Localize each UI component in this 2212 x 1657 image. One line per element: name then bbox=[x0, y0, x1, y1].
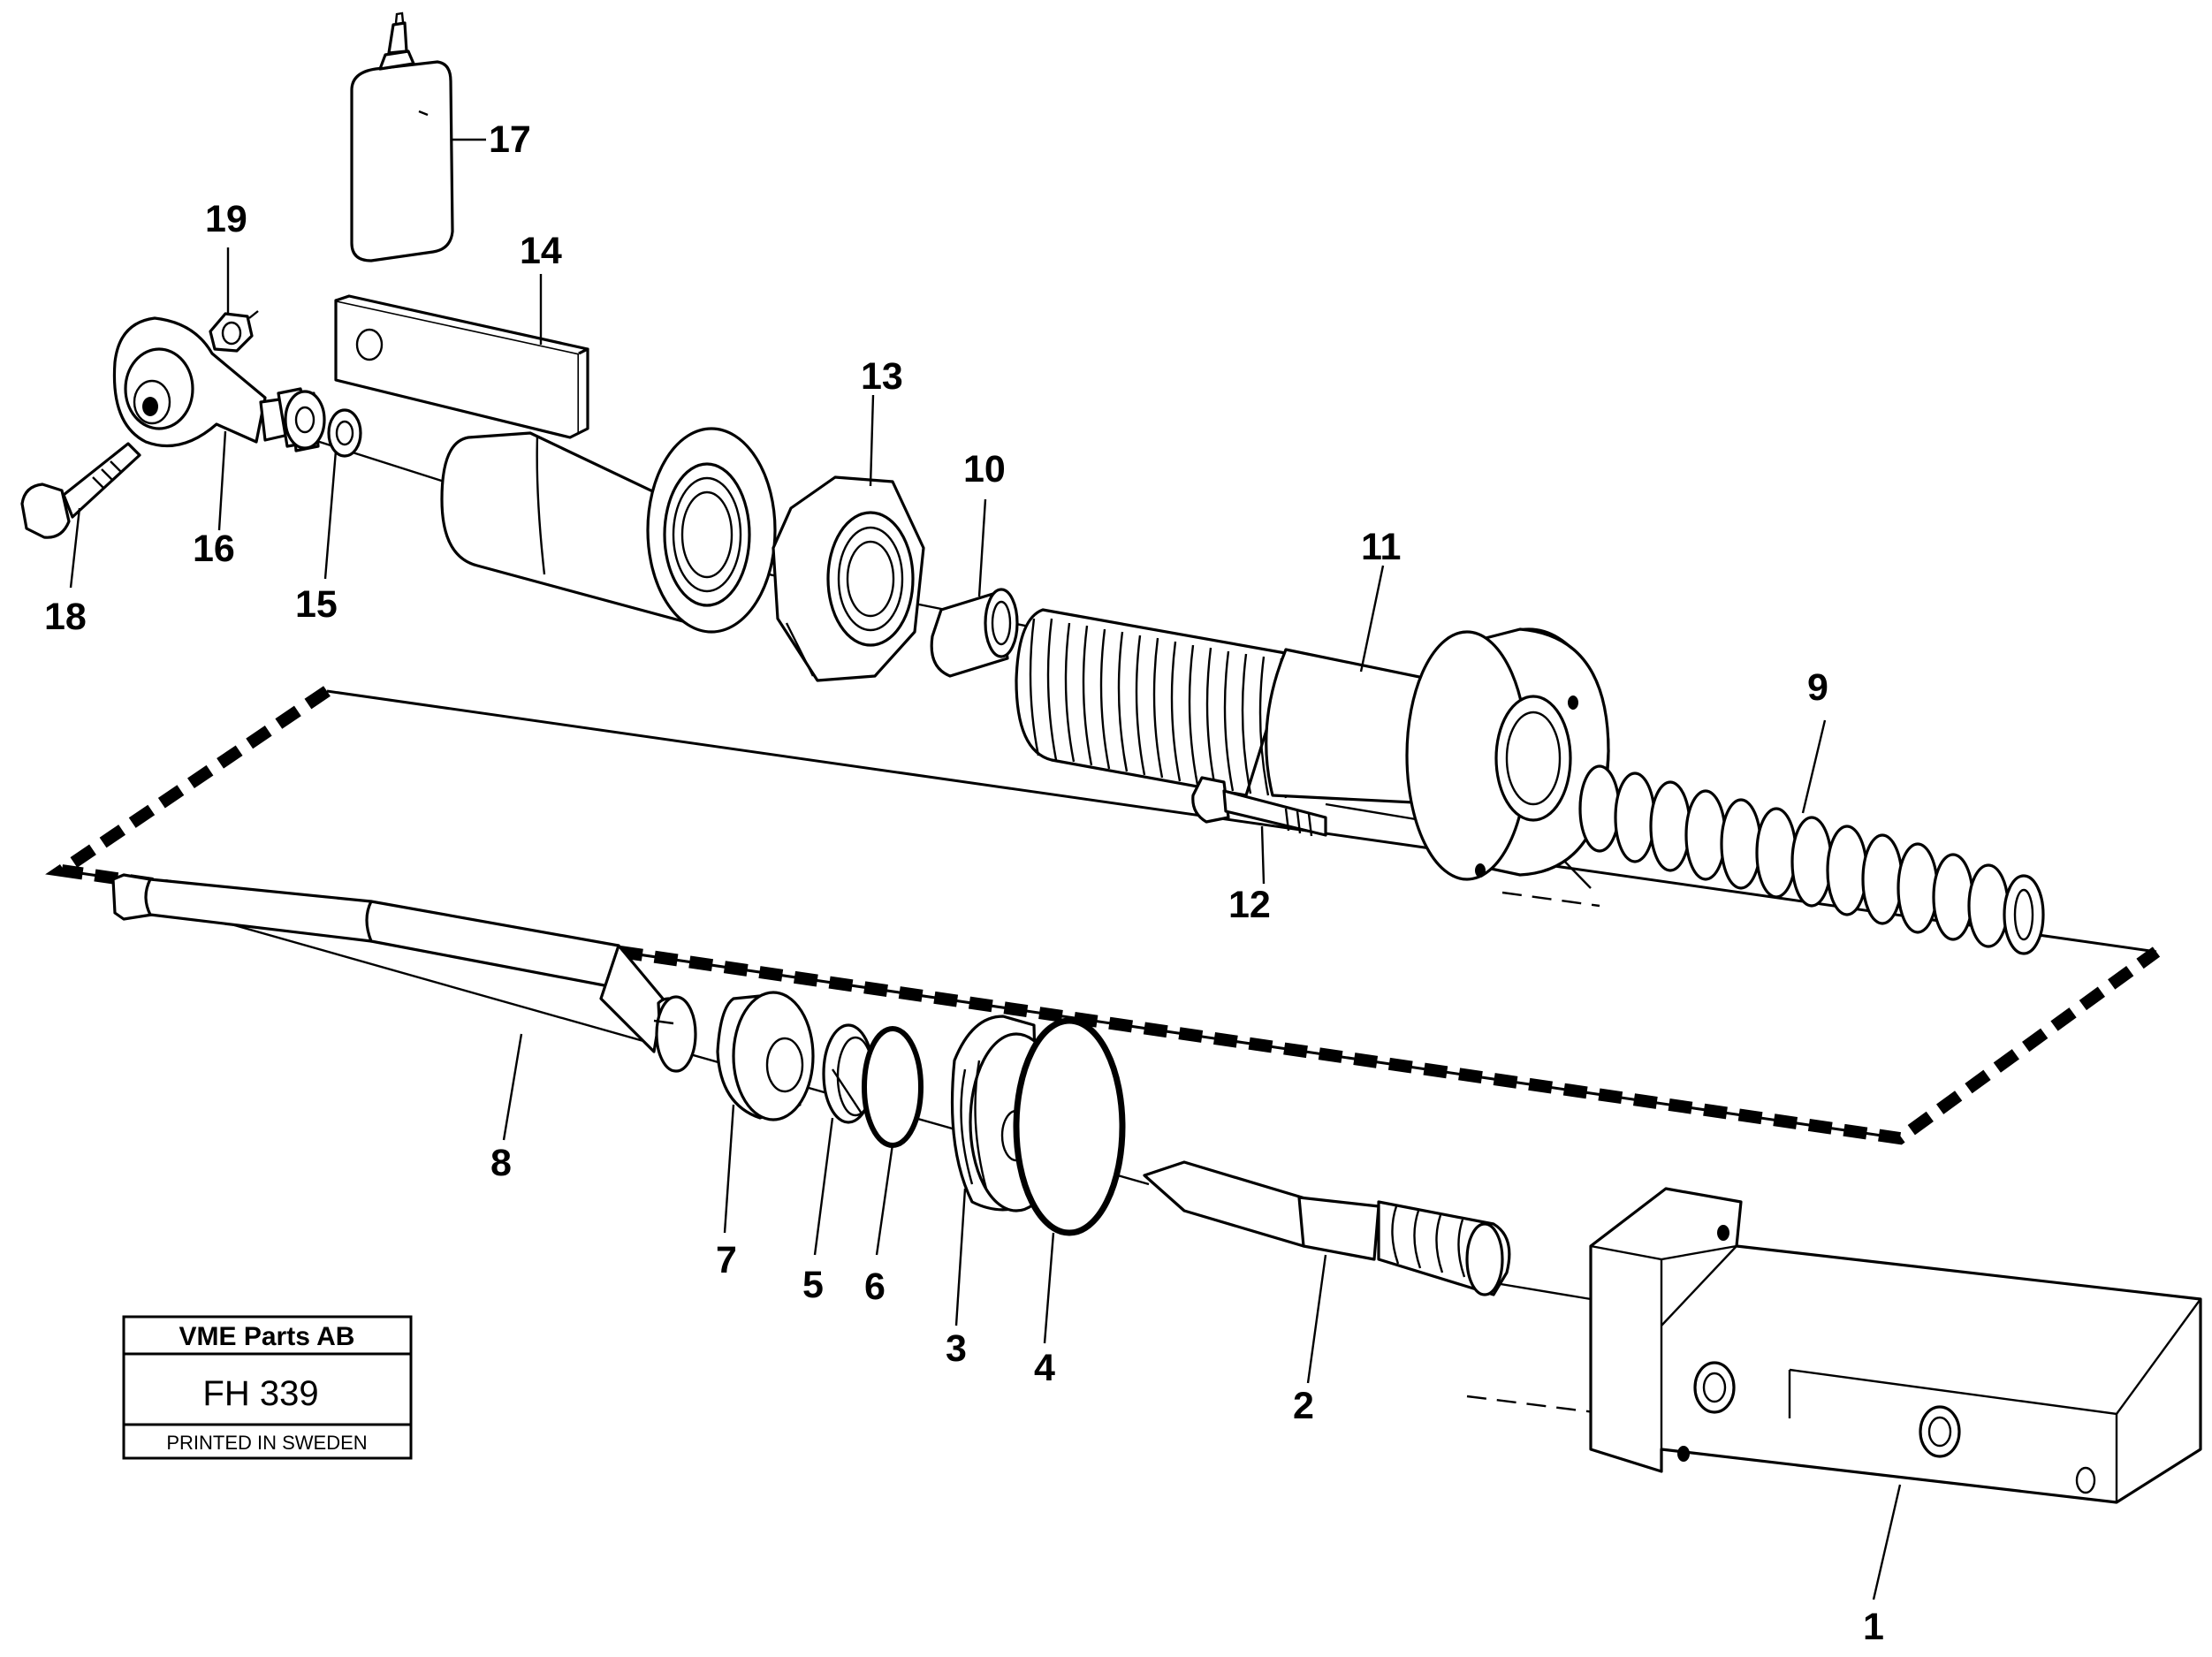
callout-17: 17 bbox=[489, 118, 531, 161]
callout-19: 19 bbox=[205, 198, 247, 240]
callout-16: 16 bbox=[193, 528, 235, 570]
part-1-valve-body bbox=[1589, 1187, 2202, 1504]
leader-lines bbox=[69, 138, 1902, 1600]
part-15-washer bbox=[327, 408, 362, 458]
callout-1: 1 bbox=[1863, 1606, 1884, 1648]
callout-9: 9 bbox=[1807, 666, 1828, 709]
part-2-plunger bbox=[1143, 1160, 1511, 1296]
part-12-screw bbox=[1191, 776, 1327, 837]
part-6-o-ring bbox=[862, 1026, 924, 1148]
thread-lines bbox=[1029, 618, 1288, 799]
callout-4: 4 bbox=[1034, 1347, 1055, 1389]
callout-15: 15 bbox=[295, 583, 338, 626]
callout-11: 11 bbox=[1361, 526, 1401, 568]
part-16-rod-end bbox=[112, 316, 320, 452]
part-13-hex-nut bbox=[772, 475, 925, 682]
part-18-bolt bbox=[20, 442, 141, 539]
callout-12: 12 bbox=[1228, 884, 1271, 926]
callout-10: 10 bbox=[963, 448, 1006, 490]
part-9-spring bbox=[1578, 764, 2045, 955]
part-14-bracket-housing bbox=[334, 294, 777, 634]
callout-2: 2 bbox=[1293, 1385, 1314, 1427]
callout-8: 8 bbox=[490, 1142, 512, 1184]
callout-labels: 17 19 14 13 10 11 9 16 15 18 12 8 7 5 6 … bbox=[44, 118, 1884, 1648]
callout-13: 13 bbox=[861, 355, 903, 398]
callout-6: 6 bbox=[864, 1266, 886, 1308]
part-16-nut bbox=[277, 387, 326, 450]
part-11-threaded-sleeve bbox=[1015, 608, 1610, 881]
part-8-shaft bbox=[111, 873, 697, 1073]
part-10-bushing bbox=[930, 588, 1019, 678]
part-19-small-nut bbox=[209, 310, 259, 353]
callout-18: 18 bbox=[44, 596, 87, 638]
title-box: VME Parts AB FH 339 PRINTED IN SWEDEN bbox=[122, 1315, 413, 1460]
title-box-footer: PRINTED IN SWEDEN bbox=[166, 1432, 367, 1454]
part-4-seal-ring bbox=[1013, 1017, 1126, 1236]
callout-5: 5 bbox=[802, 1264, 824, 1306]
title-box-company: VME Parts AB bbox=[179, 1322, 355, 1351]
callout-7: 7 bbox=[716, 1239, 737, 1281]
title-box-code: FH 339 bbox=[202, 1374, 318, 1413]
part-7-washer bbox=[716, 991, 815, 1121]
callout-14: 14 bbox=[520, 230, 562, 272]
part-17-bottle bbox=[350, 11, 454, 262]
callout-3: 3 bbox=[946, 1327, 967, 1370]
